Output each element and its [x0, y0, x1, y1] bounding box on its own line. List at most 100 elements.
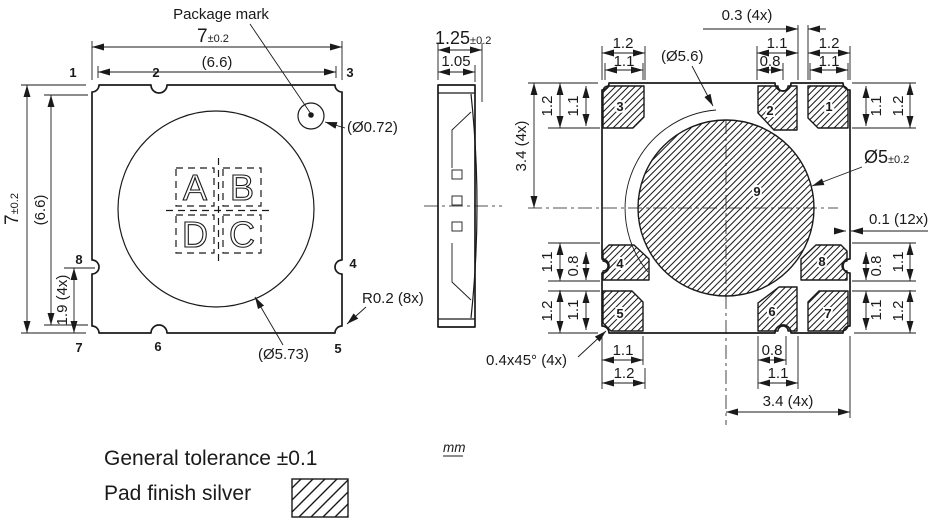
leader-corner-radius — [346, 306, 367, 325]
pad-label-3: 3 — [616, 99, 623, 114]
top-view-outline — [91, 84, 343, 334]
dim-r-top-o: 1.2 — [890, 96, 907, 117]
leader-mark-dia — [324, 121, 346, 129]
lid-seam-circle — [117, 110, 315, 308]
marking-frame-c — [222, 214, 262, 254]
pin-label-4: 4 — [349, 256, 357, 271]
dim-width-ref: (6.6) — [202, 54, 233, 71]
dim-span-v: 3.4 (4x) — [513, 121, 530, 172]
top-view-pin-labels: 1 2 3 4 5 6 7 8 — [69, 65, 357, 356]
bottom-view: 3 2 1 4 8 5 6 7 9 1.2 1.1 1.1 0.8 — [486, 7, 928, 425]
dim-height: 7±0.2 — [2, 193, 23, 225]
pad-1 — [807, 85, 849, 129]
side-internal-profile — [451, 111, 472, 301]
pad-label-4: 4 — [616, 256, 624, 271]
dim-pad3-w2: 1.1 — [614, 53, 635, 70]
pad-label-6: 6 — [768, 304, 775, 319]
pad-4 — [602, 244, 650, 281]
dim-r-mid-i: 0.8 — [868, 256, 885, 277]
pad-3 — [602, 85, 645, 129]
marking-letter-d: D — [182, 214, 208, 255]
pad-9 — [637, 119, 815, 297]
pad-finish-note: Pad finish silver — [104, 482, 251, 505]
marking-frame-d — [175, 214, 215, 254]
dim-corner-radius: R0.2 (8x) — [362, 290, 424, 307]
dim-pad2-w: 1.1 — [767, 35, 788, 52]
package-mark-circle — [297, 102, 325, 130]
dim-pad6-b2: 1.1 — [768, 365, 789, 382]
dim-chamfer: 0.4x45° (4x) — [486, 352, 567, 369]
pad-label-7: 7 — [824, 306, 831, 321]
dim-seam-dia-bottom: (Ø5.6) — [661, 48, 704, 65]
marking-letter-c: C — [229, 214, 255, 255]
dim-total-thickness: 1.25±0.2 — [435, 28, 491, 48]
general-tolerance-note: General tolerance ±0.1 — [104, 447, 318, 470]
pad-label-5: 5 — [616, 306, 623, 321]
marking-letter-b: B — [230, 167, 254, 208]
dim-r-top-i: 1.1 — [868, 96, 885, 117]
side-view: 1.25±0.2 1.05 — [424, 28, 502, 328]
pin-label-7: 7 — [75, 340, 82, 355]
dim-l-bot-i: 1.1 — [565, 300, 582, 321]
top-view-dimensions: 7±0.2 (6.6) 7±0.2 (6.6) 1.9 (4x) — [2, 26, 343, 334]
bottom-view-dimensions-left: 3.4 (4x) 1.2 1.1 1.1 0.8 1.2 1.1 — [513, 82, 600, 334]
pad-label-8: 8 — [818, 254, 825, 269]
bottom-view-dimensions-right: 1.1 1.2 0.8 1.1 1.1 1.2 0.1 (12x) Ø5±0.2 — [811, 82, 928, 334]
dim-body-thickness: 1.05 — [441, 53, 470, 70]
marking-letter-a: A — [183, 167, 207, 208]
bottom-view-pad-labels: 3 2 1 4 8 5 6 7 9 — [614, 97, 834, 323]
dim-l-top-o: 1.2 — [539, 96, 556, 117]
dim-pad1-w2: 1.1 — [819, 53, 840, 70]
dim-pad9-dia: Ø5±0.2 — [864, 147, 909, 167]
pad-2 — [757, 85, 798, 131]
pad-label-9: 9 — [753, 184, 760, 199]
pad-7 — [807, 290, 849, 332]
dim-l-mid-o: 1.1 — [539, 252, 556, 273]
dim-notch-offset: 1.9 (4x) — [54, 275, 71, 326]
pin-label-1: 1 — [69, 65, 76, 80]
pin-label-3: 3 — [346, 65, 353, 80]
pad-6 — [757, 286, 798, 332]
package-mark-label: Package mark — [173, 6, 269, 23]
pin-label-6: 6 — [154, 339, 161, 354]
pad-label-1: 1 — [825, 99, 832, 114]
side-view-dimensions: 1.25±0.2 1.05 — [435, 28, 491, 102]
dim-r-bot-o: 1.2 — [890, 301, 907, 322]
top-view-callouts: Package mark (Ø0.72) (Ø5.73) R0.2 (8x) — [173, 6, 424, 363]
pad-8 — [800, 244, 848, 281]
dim-r-bot-i: 1.1 — [868, 300, 885, 321]
dim-pad3-w: 1.2 — [613, 35, 634, 52]
top-view-marking: A B D C — [166, 158, 271, 262]
pad-5 — [602, 290, 644, 332]
leader-package-mark — [249, 23, 312, 115]
pad-finish-swatch — [291, 478, 349, 518]
pin-label-2: 2 — [152, 65, 159, 80]
dim-pad5-b1: 1.1 — [613, 342, 634, 359]
dim-l-top-i: 1.1 — [565, 96, 582, 117]
units-label: mm — [443, 440, 466, 455]
notes: General tolerance ±0.1 Pad finish silver… — [104, 440, 466, 518]
leader-seam-dia — [254, 296, 284, 346]
bottom-view-dimensions-bottom: 1.1 1.2 0.8 1.1 3.4 (4x) 0.4x45° (4x) — [486, 330, 851, 418]
bottom-view-dimensions-top: 1.2 1.1 1.1 0.8 1.2 1.1 0.3 (4x) (Ø5.6) — [601, 7, 851, 107]
pin-label-5: 5 — [334, 341, 341, 356]
dim-span-h: 3.4 (4x) — [763, 393, 814, 410]
dim-pad5-b2: 1.2 — [614, 365, 635, 382]
dim-l-bot-o: 1.2 — [539, 301, 556, 322]
marking-frame-b — [222, 167, 262, 207]
pad-label-2: 2 — [766, 103, 773, 118]
bottom-view-pads — [602, 85, 849, 332]
pin-label-8: 8 — [75, 252, 82, 267]
dim-height-ref: (6.6) — [32, 195, 49, 226]
dim-pad2-n: 0.8 — [760, 53, 781, 70]
dim-inset: 0.1 (12x) — [869, 211, 928, 228]
dim-pad1-w: 1.2 — [819, 35, 840, 52]
dim-pad6-b1: 0.8 — [762, 342, 783, 359]
top-view: A B D C 7±0.2 (6.6) 7±0.2 (6.6) — [2, 6, 424, 363]
dim-pad-gap: 0.3 (4x) — [722, 7, 773, 24]
dim-seam-dia: (Ø5.73) — [258, 346, 309, 363]
dim-mark-dia: (Ø0.72) — [347, 119, 398, 136]
dim-width: 7±0.2 — [197, 26, 229, 47]
